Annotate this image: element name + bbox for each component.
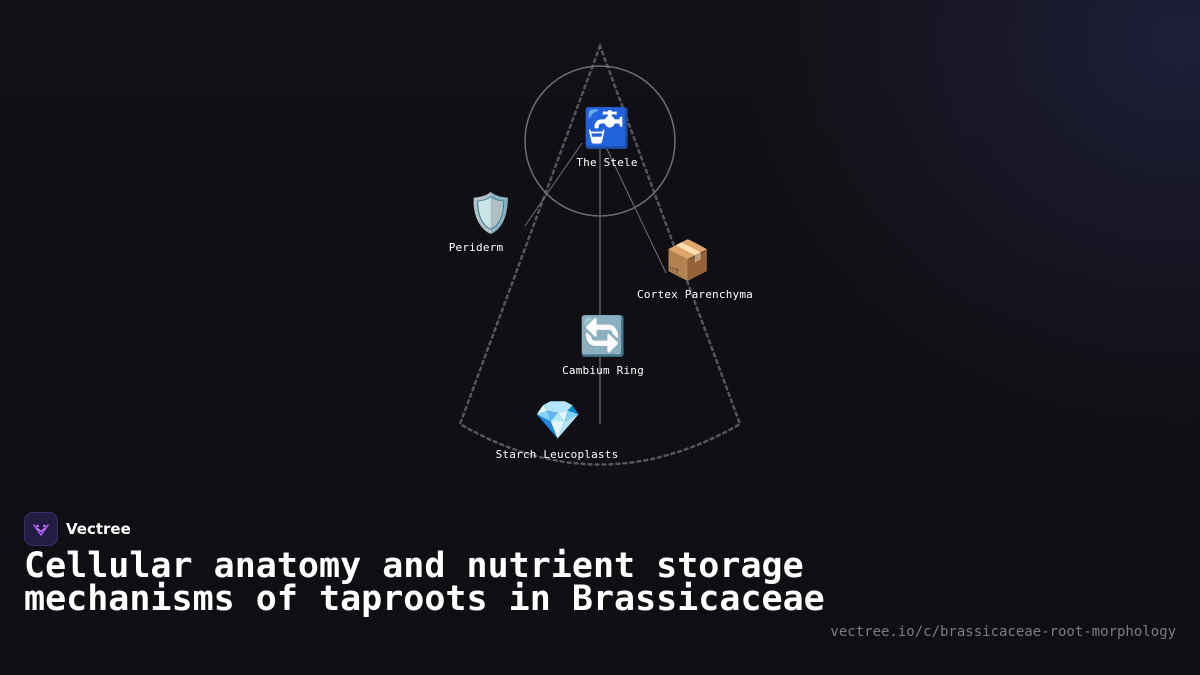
counterclockwise-arrows-icon: 🔄: [579, 314, 627, 358]
node-label: Starch Leucoplasts: [495, 448, 619, 461]
node-starch[interactable]: 💎 Starch Leucoplasts: [457, 398, 657, 461]
vectree-logo-icon: [24, 512, 58, 546]
connector-stele-cortex: [603, 142, 667, 274]
page-title: Cellular anatomy and nutrient storage me…: [24, 546, 825, 619]
potable-water-icon: 🚰: [583, 106, 631, 150]
package-icon: 📦: [664, 238, 712, 282]
node-cambium[interactable]: 🔄 Cambium Ring: [503, 314, 703, 377]
node-periderm[interactable]: 🛡️ Periderm: [376, 191, 576, 254]
gem-icon: 💎: [534, 398, 582, 442]
taproot-outline: [458, 42, 742, 466]
node-label: Cortex Parenchyma: [637, 288, 753, 301]
connector-stele-periderm: [524, 142, 583, 227]
node-cortex[interactable]: 📦 Cortex Parenchyma: [595, 238, 795, 301]
brand-name: Vectree: [66, 520, 131, 538]
node-label: Periderm: [448, 241, 504, 254]
node-label: The Stele: [576, 156, 638, 169]
node-stele[interactable]: 🚰 The Stele: [507, 106, 707, 169]
node-label: Cambium Ring: [562, 364, 644, 377]
brand[interactable]: Vectree: [24, 512, 131, 546]
shield-icon: 🛡️: [467, 191, 515, 235]
page-url[interactable]: vectree.io/c/brassicaceae-root-morpholog…: [830, 624, 1176, 640]
